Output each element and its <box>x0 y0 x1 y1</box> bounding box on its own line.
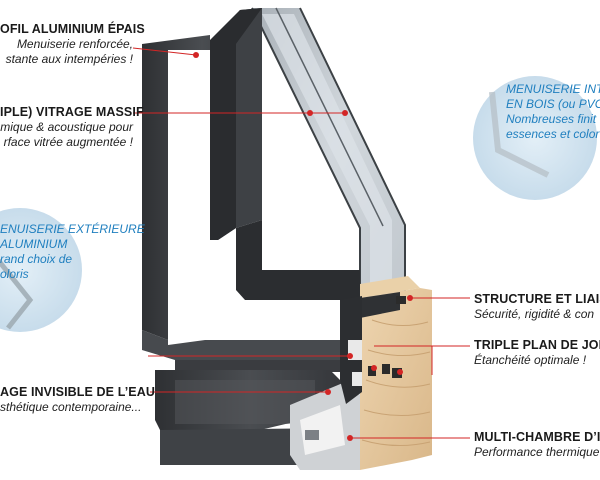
structure-title: STRUCTURE ET LIAISO <box>474 292 600 306</box>
vitrage-title: IPLE) VITRAGE MASSIF <box>0 105 144 119</box>
label-drainage: AGE INVISIBLE DE L’EAU sthétique contemp… <box>0 385 156 415</box>
exterieure-line2: ALUMINIUM <box>0 237 68 251</box>
interior-bubble <box>473 76 597 200</box>
profil-line1: Menuiserie renforcée, <box>16 37 133 51</box>
label-profil-aluminium: OFIL ALUMINIUM ÉPAIS Menuiserie renforcé… <box>0 22 145 67</box>
interieure-line1: MENUISERIE INT <box>506 82 600 96</box>
label-menuiserie-exterieure: ENUISERIE EXTÉRIEURE ALUMINIUM rand choi… <box>0 222 145 282</box>
interieure-line4: essences et color <box>506 127 600 141</box>
label-menuiserie-interieure: MENUISERIE INT EN BOIS (ou PVC Nombreuse… <box>506 82 600 142</box>
exterieure-line1: ENUISERIE EXTÉRIEURE <box>0 222 145 236</box>
joint-line1: Étanchéité optimale ! <box>474 353 587 367</box>
exterior-bubble <box>0 208 82 332</box>
interieure-line3: Nombreuses finit <box>506 112 597 126</box>
multichambre-title: MULTI-CHAMBRE D’IS <box>474 430 600 444</box>
multichambre-line1: Performance thermique <box>474 445 600 459</box>
structure-line1: Sécurité, rigidité & con <box>474 307 595 321</box>
profil-title: OFIL ALUMINIUM ÉPAIS <box>0 22 145 36</box>
label-structure: STRUCTURE ET LIAISO Sécurité, rigidité &… <box>474 292 600 322</box>
label-multichambre: MULTI-CHAMBRE D’IS Performance thermique <box>474 430 600 460</box>
eau-title: AGE INVISIBLE DE L’EAU <box>0 385 156 399</box>
profil-line2: stante aux intempéries ! <box>5 52 133 66</box>
joint-title: TRIPLE PLAN DE JOINT <box>474 338 600 352</box>
exterieure-line4: oloris <box>0 267 29 281</box>
eau-line1: sthétique contemporaine... <box>0 400 142 414</box>
vitrage-line2: rface vitrée augmentée ! <box>3 135 133 149</box>
label-vitrage: IPLE) VITRAGE MASSIF mique & acoustique … <box>0 105 144 150</box>
label-triple-joint: TRIPLE PLAN DE JOINT Étanchéité optimale… <box>474 338 600 368</box>
interieure-line2: EN BOIS (ou PVC <box>506 97 600 111</box>
vitrage-line1: mique & acoustique pour <box>0 120 133 134</box>
exterieure-line3: rand choix de <box>0 252 73 266</box>
